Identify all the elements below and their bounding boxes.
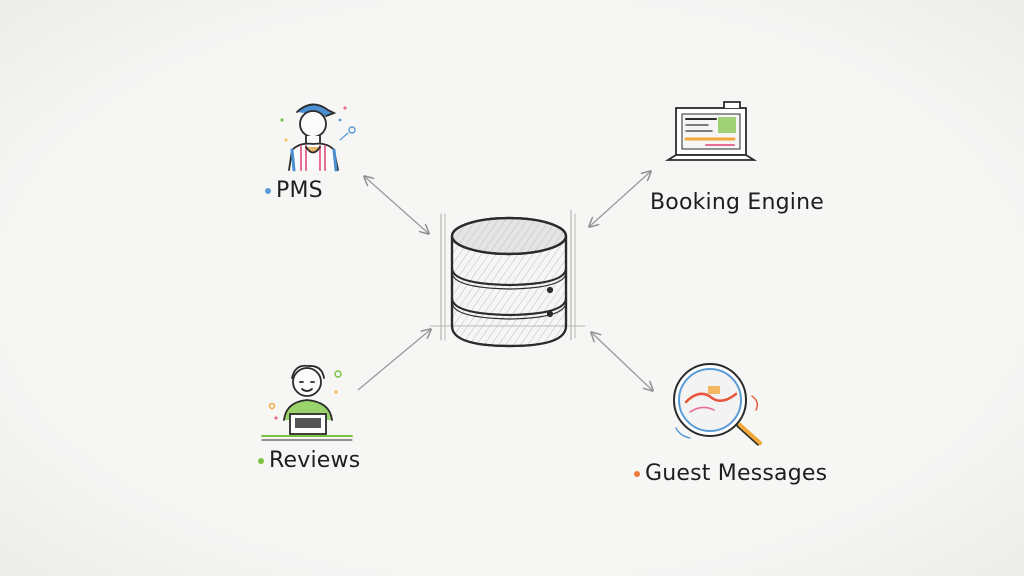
booking-engine-label-text: Booking Engine <box>650 190 824 215</box>
arrow-pms <box>365 177 428 233</box>
node-label-guest-messages: Guest Messages <box>634 461 827 486</box>
pms-label-text: PMS <box>276 178 323 203</box>
reviewer-laptop-icon <box>261 364 353 441</box>
laptop-icon <box>664 101 758 161</box>
arrow-booking <box>590 172 650 226</box>
reviews-label-text: Reviews <box>269 448 361 473</box>
connector-arrows <box>357 172 652 391</box>
node-label-reviews: Reviews <box>258 448 360 473</box>
guest-messages-dot-icon <box>634 470 640 477</box>
magnifier-icon <box>673 363 762 446</box>
reviews-dot-icon <box>258 457 264 464</box>
arrow-guest <box>592 333 652 390</box>
guest-messages-label-text: Guest Messages <box>645 461 828 486</box>
node-label-pms: PMS <box>265 178 323 203</box>
arrow-reviews <box>357 330 430 391</box>
user-icon <box>280 103 356 172</box>
pms-dot-icon <box>265 187 271 194</box>
database-icon <box>429 209 586 348</box>
node-label-booking-engine: Booking Engine <box>650 190 824 215</box>
